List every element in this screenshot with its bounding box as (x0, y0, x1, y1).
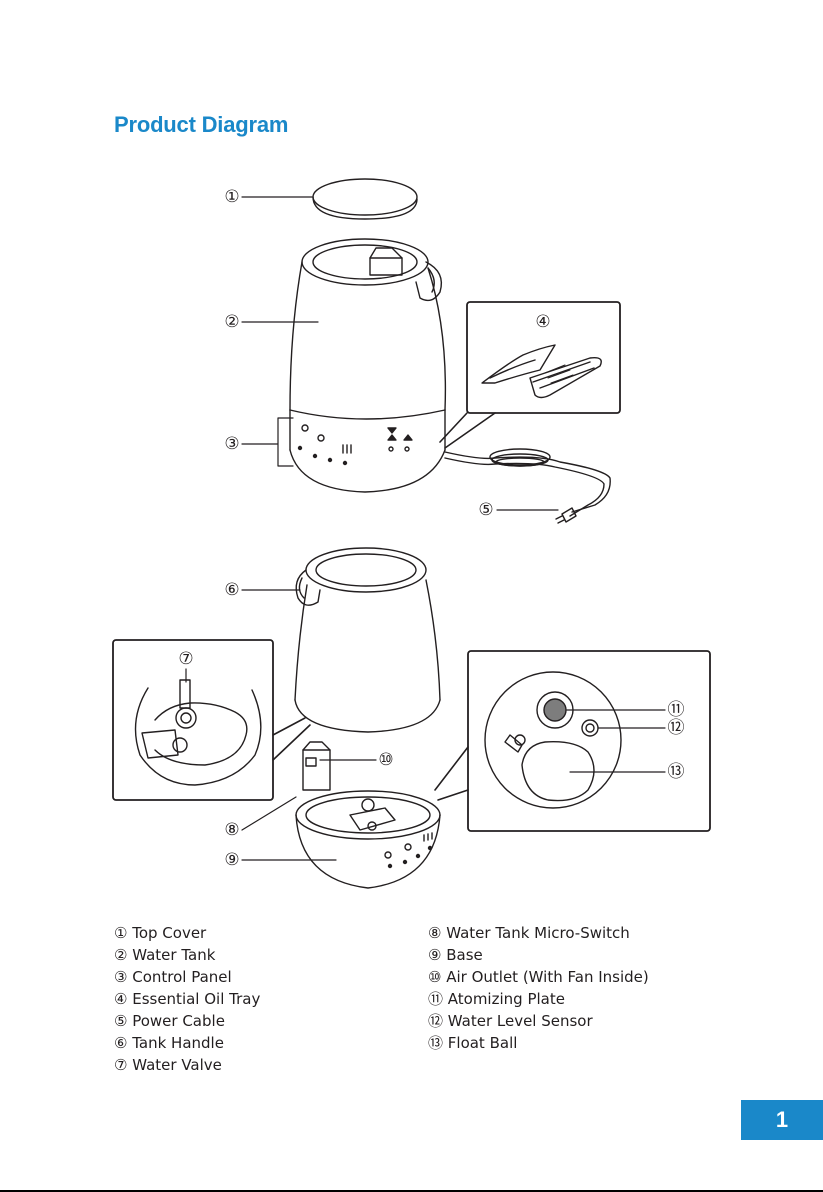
legend-item: ② Water Tank (114, 944, 260, 966)
base-detail-inset (435, 651, 710, 831)
callout-10: ⑩ (378, 750, 393, 770)
legend-item: ⑨ Base (428, 944, 649, 966)
callout-11: ⑪ (668, 700, 685, 720)
legend-item: ⑩ Air Outlet (With Fan Inside) (428, 966, 649, 988)
callout-1: ① (224, 187, 239, 207)
legend-item: ③ Control Panel (114, 966, 260, 988)
legend-item: ⑧ Water Tank Micro-Switch (428, 922, 649, 944)
legend-item: ⑬ Float Ball (428, 1032, 649, 1054)
callout-5: ⑤ (478, 500, 493, 520)
parts-legend-right: ⑧ Water Tank Micro-Switch ⑨ Base ⑩ Air O… (428, 922, 649, 1054)
callout-3: ③ (224, 434, 239, 454)
humidifier-exploded-illustration (295, 548, 440, 888)
top-cover-illustration (313, 179, 417, 219)
callout-8: ⑧ (224, 820, 239, 840)
page-number: 1 (776, 1107, 788, 1133)
legend-item: ⑫ Water Level Sensor (428, 1010, 649, 1032)
callout-9: ⑨ (224, 850, 239, 870)
parts-legend-left: ① Top Cover ② Water Tank ③ Control Panel… (114, 922, 260, 1076)
page-number-badge: 1 (741, 1100, 823, 1140)
humidifier-assembled-illustration (290, 239, 610, 523)
legend-item: ⑪ Atomizing Plate (428, 988, 649, 1010)
essential-oil-tray-inset (440, 302, 620, 448)
legend-item: ⑥ Tank Handle (114, 1032, 260, 1054)
legend-item: ① Top Cover (114, 922, 260, 944)
legend-item: ⑤ Power Cable (114, 1010, 260, 1032)
product-diagram: ① ② ③ ④ ⑤ ⑥ ⑦ ⑧ ⑨ ⑩ ⑪ ⑫ ⑬ (0, 0, 823, 910)
callout-6: ⑥ (224, 580, 239, 600)
water-valve-inset (113, 640, 310, 800)
callout-13: ⑬ (668, 762, 685, 782)
callout-12: ⑫ (668, 718, 685, 738)
callout-4: ④ (535, 312, 550, 332)
callout-2: ② (224, 312, 239, 332)
legend-item: ⑦ Water Valve (114, 1054, 260, 1076)
legend-item: ④ Essential Oil Tray (114, 988, 260, 1010)
callout-7: ⑦ (178, 649, 193, 669)
leader-lines (186, 197, 665, 860)
